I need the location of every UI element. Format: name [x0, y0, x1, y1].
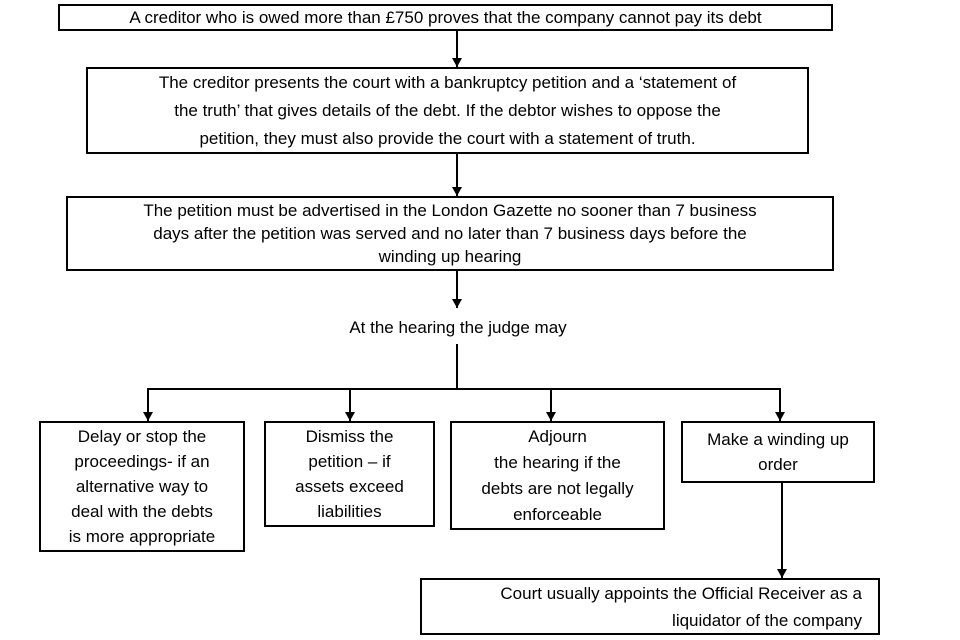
arrow-petition-to-gazette: [452, 154, 462, 196]
box-receiver-text: Court usually appoints the Official Rece…: [500, 583, 862, 630]
box-petition-text: The creditor presents the court with a b…: [158, 72, 737, 148]
arrow-branch-to-delay: [143, 389, 153, 421]
connector-judge-stub: [456, 344, 458, 390]
box-london-gazette-advert: The petition must be advertised in the L…: [66, 196, 834, 271]
box-adjourn-text: Adjourn the hearing if the debts are not…: [481, 426, 634, 524]
box-option-delay-proceedings: Delay or stop the proceedings- if an alt…: [39, 421, 245, 552]
judge-decision-label: At the hearing the judge may: [349, 318, 567, 337]
arrow-gazette-to-judge: [452, 271, 462, 308]
arrow-creditor-to-petition: [452, 31, 462, 67]
box-creditor-text: A creditor who is owed more than £750 pr…: [129, 7, 762, 27]
arrow-branch-to-adjourn: [546, 389, 556, 421]
connector-branch-horizontal: [147, 388, 781, 390]
box-creditor-proves-debt: A creditor who is owed more than £750 pr…: [58, 4, 833, 31]
box-dismiss-text: Dismiss the petition – if assets exceed …: [295, 427, 404, 521]
box-gazette-text: The petition must be advertised in the L…: [143, 201, 757, 266]
box-bankruptcy-petition: The creditor presents the court with a b…: [86, 67, 809, 154]
box-official-receiver: Court usually appoints the Official Rece…: [420, 578, 880, 635]
arrow-branch-to-dismiss: [345, 389, 355, 421]
box-delay-text: Delay or stop the proceedings- if an alt…: [68, 427, 216, 546]
box-option-adjourn-hearing: Adjourn the hearing if the debts are not…: [450, 421, 665, 530]
arrow-branch-to-order: [775, 389, 785, 421]
arrow-order-to-receiver: [777, 483, 787, 578]
box-order-text: Make a winding up order: [707, 430, 849, 474]
box-option-dismiss-petition: Dismiss the petition – if assets exceed …: [264, 421, 435, 527]
box-option-winding-up-order: Make a winding up order: [681, 421, 875, 483]
